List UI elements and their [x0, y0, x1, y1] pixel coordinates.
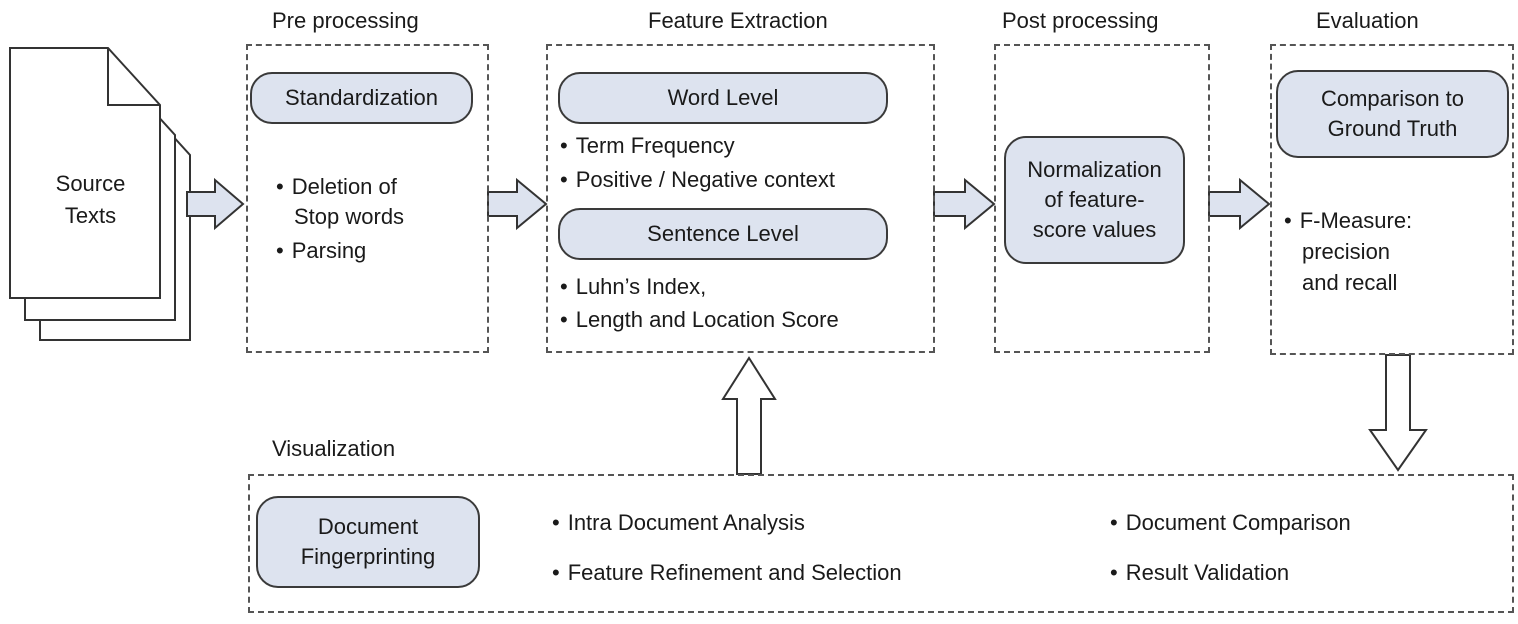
- visualization-title: Visualization: [272, 436, 396, 461]
- arrow-right-icon: [933, 177, 996, 231]
- viz-bullet-refinement: Feature Refinement and Selection: [552, 558, 902, 588]
- fmeasure-bullet-cont-1: precision: [1302, 239, 1391, 264]
- fmeasure-bullet: F-Measure:: [1284, 206, 1412, 236]
- evaluation-panel: [1270, 44, 1514, 355]
- document-fingerprinting-pill: Document Fingerprinting: [256, 496, 480, 588]
- viz-bullet-comparison: Document Comparison: [1110, 508, 1351, 538]
- source-texts-label: Source Texts: [28, 168, 153, 232]
- arrow-right-icon: [186, 177, 245, 231]
- viz-bullet-intra: Intra Document Analysis: [552, 508, 805, 538]
- word-bullet-2: Positive / Negative context: [560, 165, 835, 195]
- source-texts-line2: Texts: [64, 203, 117, 228]
- word-bullet-1: Term Frequency: [560, 131, 735, 161]
- visualization-panel: [248, 474, 1514, 613]
- preprocessing-panel: [246, 44, 489, 353]
- sentence-bullet-1: Luhn’s Index,: [560, 272, 706, 302]
- sentence-bullet-2: Length and Location Score: [560, 305, 839, 335]
- parsing-bullet: Parsing: [276, 236, 367, 266]
- source-texts-line1: Source: [55, 171, 126, 196]
- sentence-level-pill: Sentence Level: [558, 208, 888, 260]
- normalization-pill: Normalization of feature- score values: [1004, 136, 1185, 264]
- preprocessing-title: Pre processing: [272, 8, 419, 33]
- word-level-pill: Word Level: [558, 72, 888, 124]
- deletion-bullet: Deletion of: [276, 172, 397, 202]
- viz-bullet-validation: Result Validation: [1110, 558, 1289, 588]
- feature-extraction-panel: [546, 44, 935, 353]
- feature-extraction-title: Feature Extraction: [648, 8, 828, 33]
- standardization-pill: Standardization: [250, 72, 473, 124]
- postprocessing-panel: [994, 44, 1210, 353]
- arrow-right-icon: [487, 177, 548, 231]
- arrow-down-icon: [1368, 354, 1428, 472]
- arrow-up-icon: [721, 356, 777, 475]
- arrow-right-icon: [1208, 177, 1271, 231]
- postprocessing-title: Post processing: [1002, 8, 1159, 33]
- document-stack-icon: [9, 47, 191, 341]
- comparison-pill: Comparison to Ground Truth: [1276, 70, 1509, 158]
- evaluation-title: Evaluation: [1316, 8, 1419, 33]
- deletion-bullet-cont: Stop words: [294, 204, 405, 229]
- fmeasure-bullet-cont-2: and recall: [1302, 270, 1398, 295]
